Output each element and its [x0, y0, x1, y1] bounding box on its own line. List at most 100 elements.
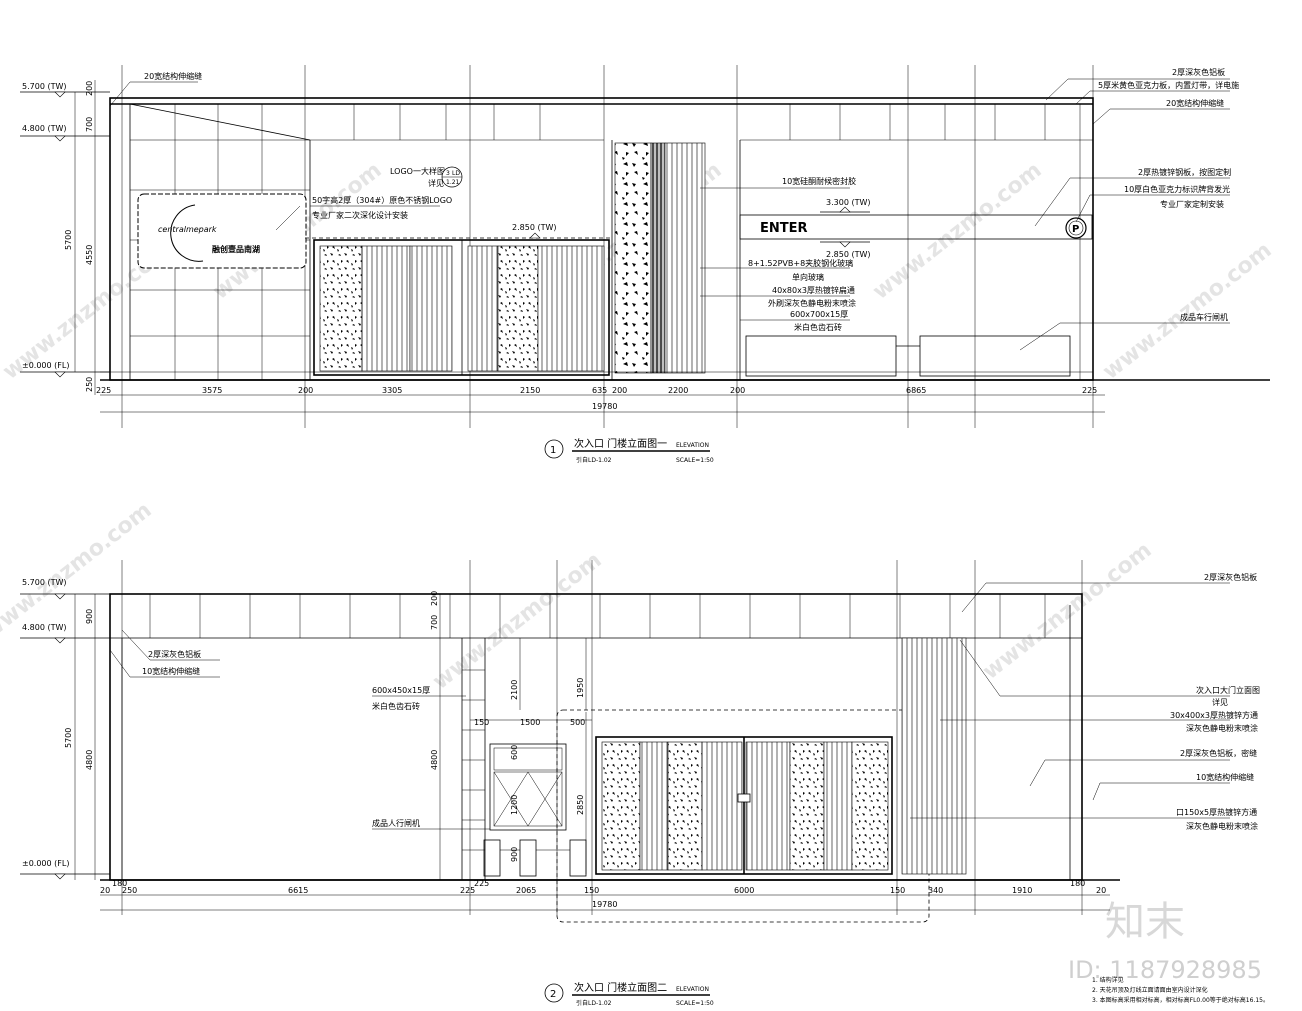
annotation: 30x400x3厚热镀锌方通 — [1170, 710, 1258, 720]
car-barrier — [745, 335, 1071, 377]
level-label: ±0.000 (FL) — [22, 361, 69, 370]
dim-label: 2200 — [668, 386, 688, 395]
callout-page: 1.21 — [446, 179, 460, 186]
annotations-mid: 10宽硅酮耐候密封胶 8+1.52PVB+8夹胶钢化玻璃 单向玻璃 40x80x… — [700, 176, 856, 332]
horizontal-dimensions: 150 1500 500 20 180 250 6615 225 225 206… — [100, 718, 1110, 911]
watermark-text: www.znzmo.com — [978, 538, 1156, 685]
dim-label: 500 — [570, 718, 585, 727]
title-num: 2 — [550, 989, 556, 1000]
callout-num: 3 — [446, 170, 450, 177]
dim-label: 200 — [298, 386, 313, 395]
annotation: 成品人行闸机 — [372, 818, 420, 828]
level-label: 2.850 (TW) — [826, 250, 870, 259]
level-label: 3.300 (TW) — [826, 198, 870, 207]
logo-board: centralmepark 融创壹品南湖 — [137, 193, 307, 269]
dim-label: 2150 — [520, 386, 540, 395]
dim-label: 250 — [122, 886, 137, 895]
dim-label: 900 — [510, 847, 519, 862]
annotation: 2厚热镀锌钢板，按图定制 — [1138, 167, 1231, 177]
annotations-right: 2厚深灰色铝板 5厚米黄色亚克力板，内置灯带，详电施 20宽结构伸缩缝 2厚热镀… — [1019, 67, 1239, 351]
title-block-2: 2 次入口 门楼立面图二 ELEVATION 引自LD-1.02 SCALE=1… — [544, 981, 714, 1007]
annotation: 成品车行闸机 — [1180, 312, 1228, 322]
dim-label: 2850 — [576, 795, 585, 815]
dim-label: 150 — [584, 886, 599, 895]
drawing-ref: 引自LD-1.02 — [576, 999, 612, 1007]
dim-label: 250 — [85, 377, 94, 392]
dim-label: 180 — [1070, 879, 1085, 888]
logo-script: centralmepark — [158, 225, 217, 234]
dim-label: 200 — [430, 591, 439, 606]
dim-label: 1910 — [1012, 886, 1032, 895]
level-label: 5.700 (TW) — [22, 578, 66, 587]
dim-label: 6000 — [734, 886, 754, 895]
dim-label: 20 — [1096, 886, 1106, 895]
dim-label: 225 — [460, 886, 475, 895]
dim-label: 4800 — [85, 750, 94, 770]
dim-label: 180 — [112, 879, 127, 888]
annotation: 口150x5厚热镀锌方通 — [1176, 807, 1257, 817]
total-dim: 19780 — [592, 402, 617, 411]
dim-label: 225 — [474, 879, 489, 888]
annotation: 专业厂家二次深化设计安装 — [312, 210, 408, 220]
annotations-left: 20宽结构伸缩缝 LOGO一大样图 3 LD 1.21 详见 50字高2厚（30… — [109, 71, 463, 231]
level-label: ±0.000 (FL) — [22, 859, 69, 868]
left-wall-panels — [129, 103, 311, 380]
dim-label: 4550 — [85, 245, 94, 265]
annotation: 2厚深灰色铝板 — [148, 649, 201, 659]
general-notes: 1. 结构详见 2. 天花吊顶及灯线立面请面由室内设计深化 3. 本图标高采用相… — [1092, 976, 1269, 1004]
annotations-left: 2厚深灰色铝板 10宽结构伸缩缝 600x450x15厚 米白色齿石砖 成品人行… — [109, 629, 490, 830]
annotation: 40x80x3厚热镀锌扁通 — [772, 285, 855, 295]
dim-label: 20 — [100, 886, 110, 895]
drawing-title-en: ELEVATION — [676, 442, 709, 449]
note-line: 1. 结构详见 — [1092, 976, 1124, 984]
callout-sheet: LD — [452, 170, 460, 177]
sliding-gate-left: 2.850 (TW) — [305, 223, 612, 376]
note-line: 3. 本图标高采用相对标高，相对标高FL0.00等于绝对标高16.15。 — [1092, 996, 1269, 1004]
annotation: 8+1.52PVB+8夹胶钢化玻璃 — [748, 258, 853, 268]
annotation: 2厚深灰色铝板 — [1172, 67, 1225, 77]
dim-label: 6865 — [906, 386, 926, 395]
dim-label: 200 — [612, 386, 627, 395]
drawing-title: 次入口 门楼立面图一 — [574, 437, 667, 450]
logo-cn-text: 融创壹品南湖 — [212, 244, 260, 254]
dim-label: 150 — [474, 718, 489, 727]
drawing-ref: 引自LD-1.02 — [576, 456, 612, 464]
dim-label: 5700 — [64, 728, 73, 748]
elevation-1: 5.700 (TW) 4.800 (TW) ±0.000 (FL) 5700 2… — [20, 65, 1270, 464]
annotation: 2厚深灰色铝板，密缝 — [1180, 748, 1257, 758]
vertical-dimensions: 5700 900 4800 200 700 4800 2100 1950 285… — [64, 591, 587, 880]
vertical-dimensions: 5700 200 700 4550 250 — [64, 80, 96, 395]
drawing-scale: SCALE=1:50 — [676, 457, 714, 464]
annotation: 详见 — [1212, 697, 1228, 707]
annotation: 600x450x15厚 — [372, 686, 430, 695]
level-label: 5.700 (TW) — [22, 82, 66, 91]
dim-label: 225 — [1082, 386, 1097, 395]
dim-label: 900 — [85, 609, 94, 624]
dim-label: 4800 — [430, 750, 439, 770]
horizontal-dimensions: 225 3575 200 3305 2150 635 200 2200 200 … — [96, 386, 1105, 413]
dim-label: 200 — [85, 81, 94, 96]
level-label: 4.800 (TW) — [22, 623, 66, 632]
dim-label: 340 — [928, 886, 943, 895]
title-num: 1 — [550, 445, 556, 456]
dim-label: 700 — [430, 615, 439, 630]
annotation: 单向玻璃 — [792, 272, 824, 282]
dim-label: 200 — [730, 386, 745, 395]
annotation: 5厚米黄色亚克力板，内置灯带，详电施 — [1098, 80, 1239, 90]
annotation: 20宽结构伸缩缝 — [1166, 98, 1224, 108]
dim-label: 225 — [96, 386, 111, 395]
id-watermark: ID: 1187928985 — [1068, 956, 1262, 984]
annotation: 深灰色静电粉末喷涂 — [1186, 821, 1258, 831]
watermark-text: www.znzmo.com — [1098, 238, 1276, 385]
enter-text: ENTER — [760, 221, 808, 236]
dim-label: 700 — [85, 117, 94, 132]
brand-watermark: 知末 — [1105, 899, 1185, 945]
fascia-panels — [149, 594, 1046, 638]
center-feature — [611, 140, 741, 380]
annotations-right: 2厚深灰色铝板 次入口大门立面图 详见 30x400x3厚热镀锌方通 深灰色静电… — [910, 572, 1260, 831]
annotation: 米白色齿石砖 — [372, 701, 420, 711]
gate-level: 2.850 (TW) — [512, 223, 556, 232]
annotation: 专业厂家定制安装 — [1160, 199, 1224, 209]
drawing-scale: SCALE=1:50 — [676, 1000, 714, 1007]
